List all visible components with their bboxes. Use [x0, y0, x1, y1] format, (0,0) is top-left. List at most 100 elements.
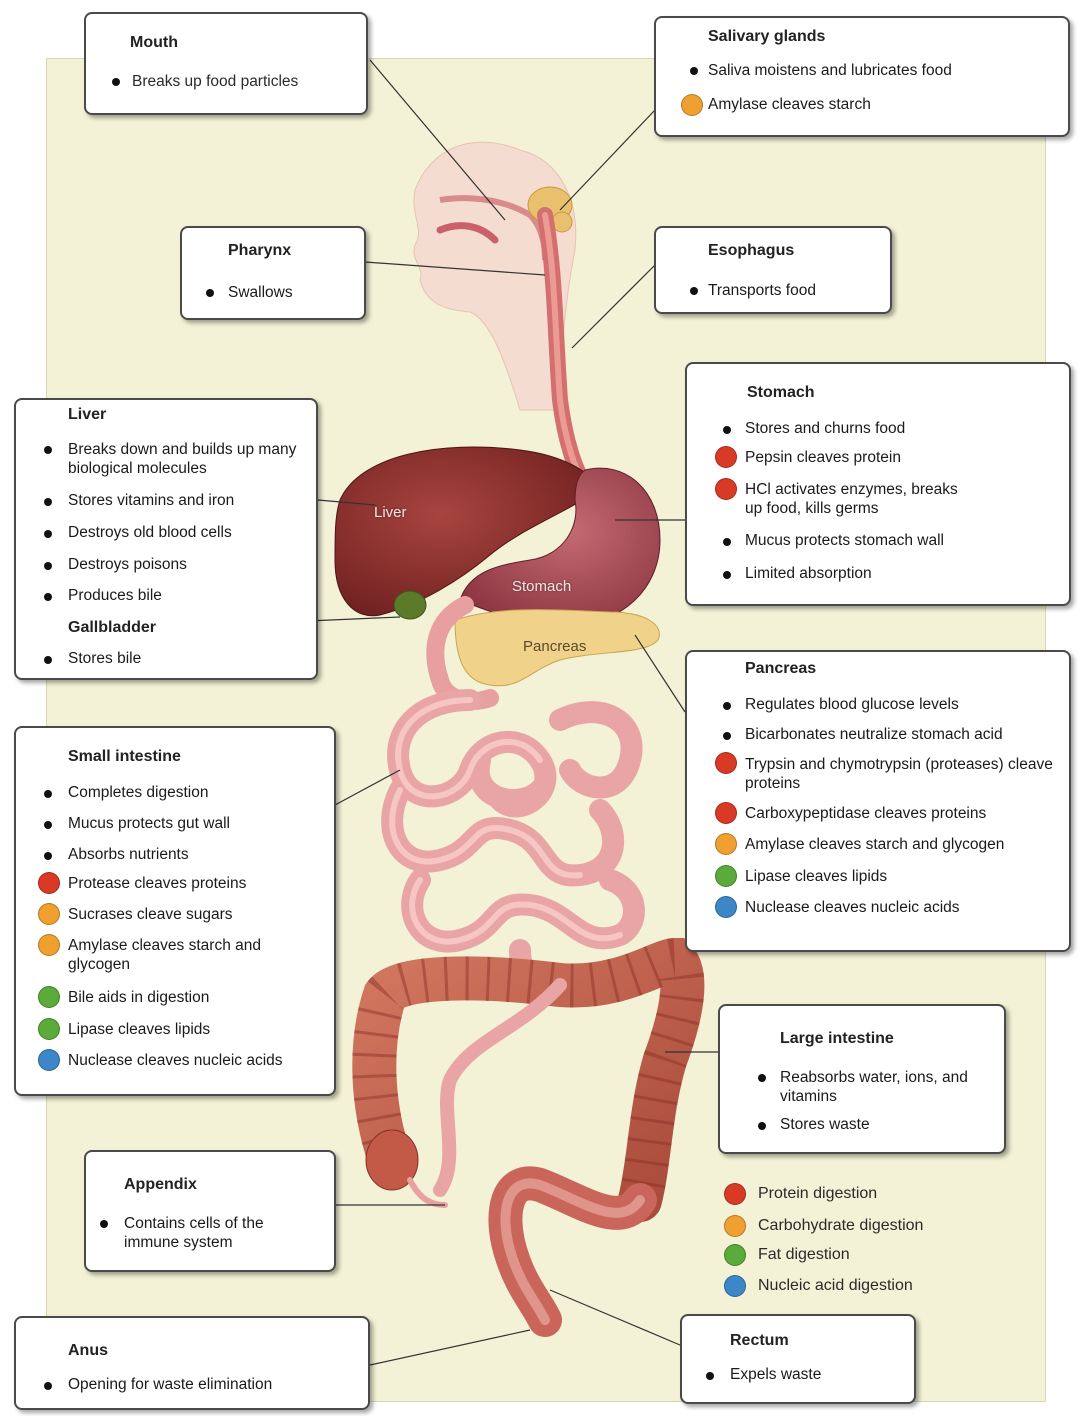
esophagus-title: Esophagus	[708, 242, 794, 260]
bullet-icon	[44, 656, 52, 664]
list-item: Absorbs nutrients	[16, 846, 334, 866]
list-item: Destroys old blood cells	[16, 524, 316, 544]
bullet-icon	[723, 702, 731, 710]
bullet-icon	[723, 732, 731, 740]
bullet-icon	[44, 530, 52, 538]
liver-box: Liver Breaks down and builds up many bio…	[14, 398, 318, 680]
small-intestine-box: Small intestine Completes digestion Mucu…	[14, 726, 336, 1096]
small-intestine-title: Small intestine	[68, 748, 181, 766]
protein-marker-icon	[715, 752, 737, 774]
bullet-icon	[723, 538, 731, 546]
list-item: Lipase cleaves lipids	[687, 865, 1069, 889]
list-item: Transports food	[656, 282, 890, 302]
list-item: Breaks down and builds up many biologica…	[16, 440, 316, 480]
list-item: Stores waste	[720, 1116, 1004, 1136]
bullet-icon	[44, 1382, 52, 1390]
bullet-icon	[100, 1220, 108, 1228]
fat-marker-icon	[38, 986, 60, 1008]
list-item: Stores and churns food	[687, 420, 1069, 440]
list-item: Reabsorbs water, ions, and vitamins	[720, 1068, 1004, 1108]
bullet-icon	[706, 1372, 714, 1380]
anus-box: Anus Opening for waste elimination	[14, 1316, 370, 1410]
stomach-title: Stomach	[747, 384, 815, 402]
stomach-box: Stomach Stores and churns food Pepsin cl…	[685, 362, 1071, 606]
bullet-icon	[723, 571, 731, 579]
stomach-organ-label: Stomach	[512, 578, 571, 595]
fat-marker-icon	[38, 1018, 60, 1040]
list-item: Bile aids in digestion	[16, 986, 334, 1010]
list-item: Saliva moistens and lubricates food	[656, 62, 1068, 82]
list-item: Swallows	[182, 284, 364, 304]
list-item: Opening for waste elimination	[16, 1376, 368, 1396]
esophagus-box: Esophagus Transports food	[654, 226, 892, 314]
carbohydrate-marker-icon	[681, 94, 703, 116]
legend-item-carbohydrate: Carbohydrate digestion	[720, 1215, 1020, 1239]
carbohydrate-marker-icon	[724, 1215, 746, 1237]
list-item: Amylase cleaves starch and glycogen	[16, 934, 334, 976]
legend-item-fat: Fat digestion	[720, 1244, 1020, 1268]
bullet-icon	[723, 426, 731, 434]
list-item: Contains cells of the immune system	[86, 1214, 334, 1254]
salivary-glands-title: Salivary glands	[708, 28, 825, 46]
pharynx-box: Pharynx Swallows	[180, 226, 366, 320]
list-item: Destroys poisons	[16, 556, 316, 576]
leader-anus	[370, 1330, 530, 1365]
protein-marker-icon	[38, 872, 60, 894]
list-item: Regulates blood glucose levels	[687, 696, 1069, 716]
leader-pancreas	[635, 635, 685, 712]
liver-organ-label: Liver	[374, 504, 407, 521]
list-item: Carboxypeptidase cleaves proteins	[687, 802, 1069, 826]
protein-marker-icon	[724, 1183, 746, 1205]
digestion-legend: Protein digestion Carbohydrate digestion…	[720, 1183, 1020, 1308]
bullet-icon	[44, 593, 52, 601]
protein-marker-icon	[715, 478, 737, 500]
ileum	[440, 985, 560, 1190]
bullet-icon	[206, 289, 214, 297]
anus-title: Anus	[68, 1342, 108, 1360]
list-item: Protease cleaves proteins	[16, 872, 334, 896]
pancreas-title: Pancreas	[745, 660, 816, 678]
list-item: HCl activates enzymes, breaks up food, k…	[687, 478, 1069, 520]
list-item: Sucrases cleave sugars	[16, 903, 334, 927]
mouth-box: Mouth Breaks up food particles	[84, 12, 368, 115]
bullet-icon	[44, 562, 52, 570]
gallbladder-title: Gallbladder	[68, 619, 156, 637]
list-item: Mucus protects stomach wall	[687, 532, 1069, 552]
list-item: Stores bile	[16, 650, 316, 670]
bullet-icon	[758, 1074, 766, 1082]
leader-salivary	[560, 110, 655, 210]
carbohydrate-marker-icon	[38, 903, 60, 925]
list-item: Stores vitamins and iron	[16, 492, 316, 512]
nucleic-acid-marker-icon	[38, 1049, 60, 1071]
list-item: Amylase cleaves starch and glycogen	[687, 833, 1069, 857]
fat-marker-icon	[715, 865, 737, 887]
bullet-icon	[44, 821, 52, 829]
pharynx-title: Pharynx	[228, 242, 291, 260]
list-item: Bicarbonates neutralize stomach acid	[687, 726, 1069, 746]
list-item: Completes digestion	[16, 784, 334, 804]
list-item: Nuclease cleaves nucleic acids	[687, 896, 1069, 920]
large-intestine-box: Large intestine Reabsorbs water, ions, a…	[718, 1004, 1006, 1154]
rectum-box: Rectum Expels waste	[680, 1314, 916, 1404]
list-item: Pepsin cleaves protein	[687, 446, 1069, 470]
appendix-title: Appendix	[124, 1176, 197, 1194]
bullet-icon	[690, 67, 698, 75]
carbohydrate-marker-icon	[38, 934, 60, 956]
protein-marker-icon	[715, 446, 737, 468]
bullet-icon	[758, 1122, 766, 1130]
leader-rectum	[550, 1290, 680, 1345]
appendix-box: Appendix Contains cells of the immune sy…	[84, 1150, 336, 1272]
bullet-icon	[44, 852, 52, 860]
list-item: Produces bile	[16, 587, 316, 607]
list-item: Expels waste	[682, 1366, 914, 1386]
bullet-icon	[690, 287, 698, 295]
fat-marker-icon	[724, 1244, 746, 1266]
bullet-icon	[44, 498, 52, 506]
list-item: Mucus protects gut wall	[16, 815, 334, 835]
liver-title: Liver	[68, 406, 106, 424]
carbohydrate-marker-icon	[715, 833, 737, 855]
legend-item-protein: Protein digestion	[720, 1183, 1020, 1207]
leader-esophagus	[572, 265, 655, 348]
protein-marker-icon	[715, 802, 737, 824]
mouth-title: Mouth	[130, 34, 178, 52]
